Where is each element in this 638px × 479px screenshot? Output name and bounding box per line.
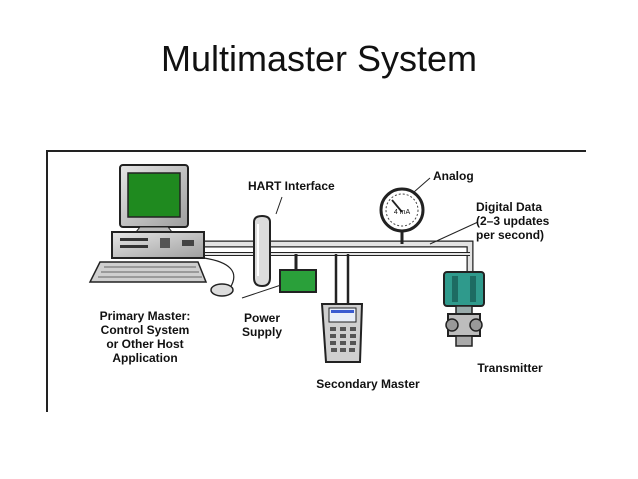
primary-master-line-2: Control System — [101, 323, 190, 337]
primary-master-line-1: Primary Master: — [100, 309, 191, 323]
power-supply-label: Power Supply — [242, 311, 282, 339]
transmitter-icon — [443, 271, 485, 347]
gauge-reading: 4 mA — [394, 209, 411, 216]
hart-interface-label: HART Interface — [248, 179, 335, 193]
primary-master-line-3: or Other Host — [106, 337, 183, 351]
power-supply-line-1: Power — [244, 311, 280, 325]
primary-master-label: Primary Master: Control System or Other … — [100, 309, 191, 365]
mouse-icon — [203, 257, 235, 297]
digital-data-line-1: Digital Data — [476, 200, 542, 214]
loop-cable — [200, 177, 479, 305]
keyboard-icon — [88, 261, 208, 283]
hart-interface-icon — [253, 214, 271, 288]
power-supply-icon — [279, 269, 317, 293]
analog-gauge-icon: 4 mA — [379, 187, 425, 233]
analog-label: Analog — [433, 169, 474, 183]
slide-title: Multimaster System — [160, 38, 478, 79]
secondary-master-label: Secondary Master — [316, 377, 420, 391]
power-supply-line-2: Supply — [242, 325, 282, 339]
digital-data-line-3: per second) — [476, 228, 544, 242]
computer-icon — [111, 164, 205, 259]
transmitter-label: Transmitter — [477, 361, 543, 375]
digital-data-label: Digital Data (2–3 updates per second) — [476, 200, 550, 242]
primary-master-line-4: Application — [112, 351, 177, 365]
digital-data-line-2: (2–3 updates — [476, 214, 550, 228]
handheld-communicator-icon — [320, 303, 364, 363]
diagram-panel — [46, 150, 586, 412]
